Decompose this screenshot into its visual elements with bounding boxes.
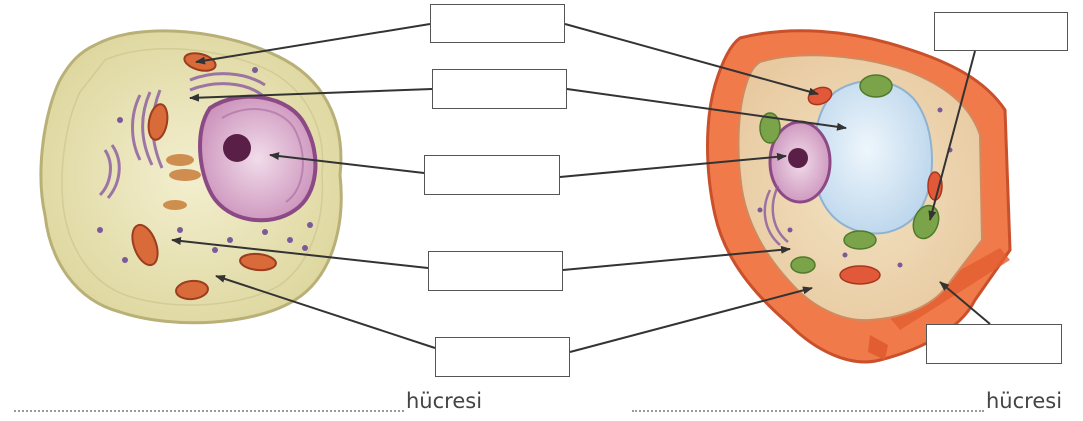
label-box-5[interactable] — [435, 337, 570, 377]
label-box-1[interactable] — [430, 4, 565, 43]
label-box-7[interactable] — [926, 324, 1062, 364]
right-fill-line[interactable] — [632, 410, 984, 412]
plant-cell — [708, 31, 1011, 362]
label-box-3[interactable] — [424, 155, 560, 195]
right-cell-caption: hücresi — [986, 391, 1062, 412]
left-fill-line[interactable] — [14, 410, 404, 412]
label-box-6[interactable] — [934, 12, 1068, 51]
label-box-2[interactable] — [432, 69, 567, 109]
label-box-4[interactable] — [428, 251, 563, 291]
animal-nucleolus — [223, 134, 251, 162]
plant-vacuole — [814, 81, 932, 234]
plant-nucleolus — [788, 148, 808, 168]
animal-cell — [41, 31, 341, 323]
left-cell-caption: hücresi — [406, 391, 482, 412]
